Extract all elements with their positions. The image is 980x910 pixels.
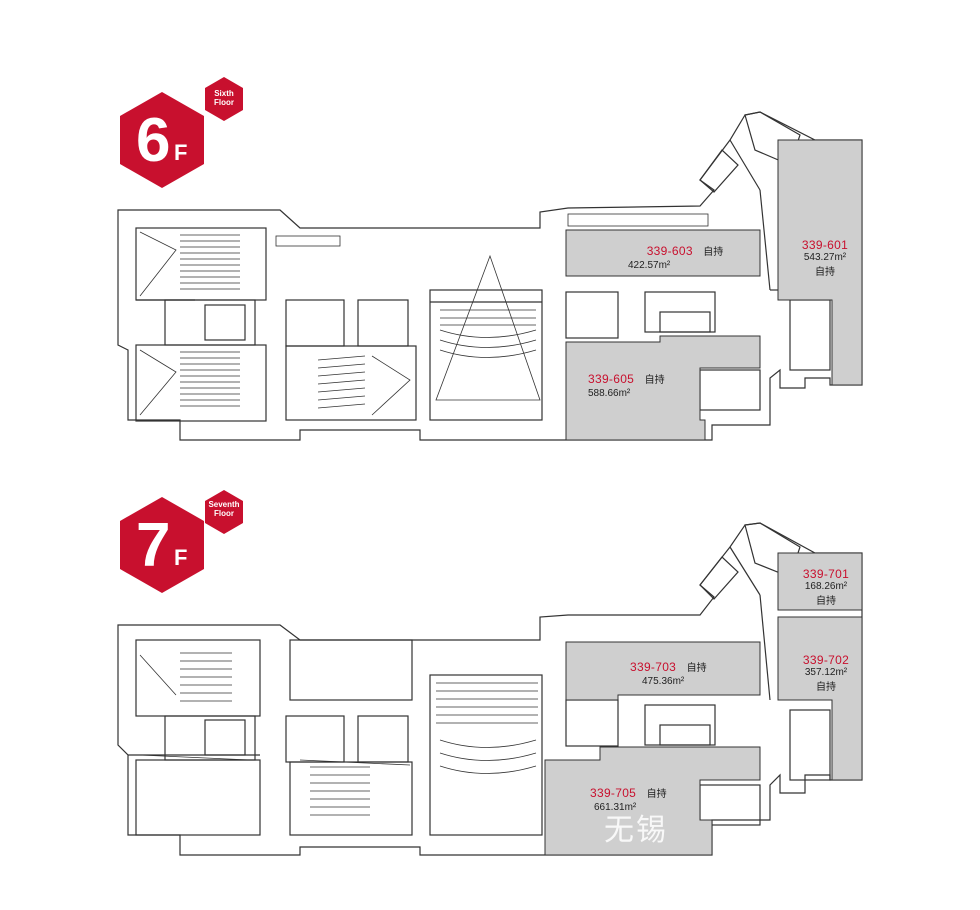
unit-339-702-label: 339-702 357.12m² 自持 [802,653,850,693]
unit-339-605-label: 339-605 自持 588.66m² [588,372,665,399]
floor-7-badge-label: Seventh Floor [208,500,240,518]
watermark: 无锡 [604,813,668,848]
floor-7-plan [117,490,863,856]
unit-339-701-label: 339-701 168.26m² 自持 [802,567,850,607]
floor-6-plan [117,77,863,441]
floor-7-outline [117,522,863,856]
floor-6-badge-label: Sixth Floor [214,89,234,107]
unit-339-603-label: 339-603 自持 422.57m² [628,244,724,271]
floor-6-section: 6 F Sixth Floor 339-603 自持 422.57m² 339-… [117,77,863,441]
floor-7-badge-small-hexagon [205,490,243,534]
unit-339-705-label: 339-705 自持 661.31m² [590,786,667,813]
floor-6-badge-hexagon [120,92,204,188]
unit-339-605-area [565,335,761,441]
floor-7-badge-hexagon [120,497,204,593]
floor-7-badge-suffix: F [174,545,188,570]
floor-7-section: 7 F Seventh Floor 339-701 168.26m² 自持 33… [0,455,980,910]
unit-339-601-label: 339-601 543.27m² 自持 [801,238,849,278]
unit-339-705-area [544,746,761,856]
floor-6-badge-small-hexagon [205,77,243,121]
unit-339-703-area [565,641,761,701]
unit-339-702-area [777,616,863,781]
unit-339-603-area [565,229,761,277]
floor-7-badge-number: 7 [136,511,171,580]
floor-6-outline [117,111,863,441]
floor-6-badge-number: 6 [136,106,171,175]
floor-6-badge-suffix: F [174,140,188,165]
unit-339-701-area [777,552,863,611]
unit-339-601-area [777,139,863,386]
unit-339-703-label: 339-703 自持 475.36m² [630,660,707,687]
